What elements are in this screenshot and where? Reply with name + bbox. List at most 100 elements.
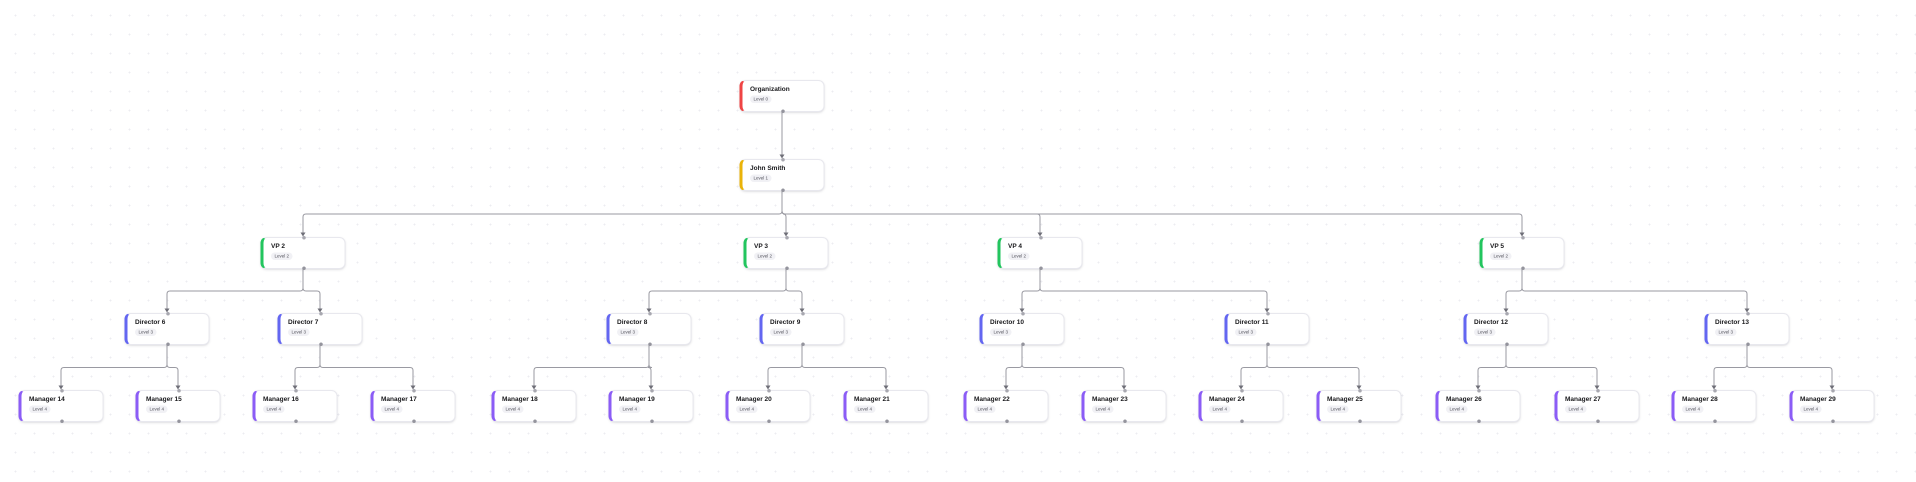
node-level-badge: Level 1 (750, 174, 772, 183)
node-label: Director 9 (770, 318, 801, 326)
node-label: Organization (750, 85, 790, 93)
target-handle[interactable] (1596, 389, 1600, 393)
target-handle[interactable] (1505, 312, 1509, 316)
target-handle[interactable] (177, 389, 181, 393)
target-handle[interactable] (1358, 389, 1362, 393)
target-handle[interactable] (1005, 389, 1009, 393)
target-handle[interactable] (1746, 312, 1750, 316)
source-handle[interactable] (781, 109, 785, 113)
source-handle[interactable] (1596, 419, 1600, 423)
target-handle[interactable] (885, 389, 889, 393)
target-handle[interactable] (801, 312, 805, 316)
target-handle[interactable] (302, 236, 306, 240)
source-handle[interactable] (294, 419, 298, 423)
target-handle[interactable] (166, 312, 170, 316)
target-handle[interactable] (412, 389, 416, 393)
source-handle[interactable] (1240, 419, 1244, 423)
source-handle[interactable] (177, 419, 181, 423)
source-handle[interactable] (781, 188, 785, 192)
source-handle[interactable] (1005, 419, 1009, 423)
target-handle[interactable] (1039, 236, 1043, 240)
source-handle[interactable] (1123, 419, 1127, 423)
edge-d7-m17 (319, 345, 414, 386)
source-handle[interactable] (1521, 266, 1525, 270)
node-label: Manager 19 (619, 395, 655, 403)
target-handle[interactable] (781, 158, 785, 162)
org-node-m19[interactable]: Manager 19 Level 4 (608, 389, 694, 423)
source-handle[interactable] (302, 266, 306, 270)
source-handle[interactable] (533, 419, 537, 423)
source-handle[interactable] (1039, 266, 1043, 270)
edge-john-vp2 (302, 191, 783, 233)
node-level-badge: Level 4 (619, 405, 641, 414)
source-handle[interactable] (801, 342, 805, 346)
target-handle[interactable] (294, 389, 298, 393)
target-handle[interactable] (1713, 389, 1717, 393)
source-handle[interactable] (785, 266, 789, 270)
target-handle[interactable] (1021, 312, 1025, 316)
target-handle[interactable] (1521, 236, 1525, 240)
source-handle[interactable] (412, 419, 416, 423)
source-handle[interactable] (650, 419, 654, 423)
node-label: Manager 14 (29, 395, 65, 403)
source-handle[interactable] (1505, 342, 1509, 346)
target-handle[interactable] (767, 389, 771, 393)
target-handle[interactable] (319, 312, 323, 316)
source-handle[interactable] (60, 419, 64, 423)
target-handle[interactable] (1240, 389, 1244, 393)
target-handle[interactable] (1266, 312, 1270, 316)
source-handle[interactable] (1746, 342, 1750, 346)
source-handle[interactable] (648, 342, 652, 346)
source-handle[interactable] (319, 342, 323, 346)
source-handle[interactable] (885, 419, 889, 423)
target-handle[interactable] (1123, 389, 1127, 393)
node-label: Manager 16 (263, 395, 299, 403)
target-handle[interactable] (648, 312, 652, 316)
source-handle[interactable] (1358, 419, 1362, 423)
source-handle[interactable] (1266, 342, 1270, 346)
target-handle[interactable] (60, 389, 64, 393)
target-handle[interactable] (650, 389, 654, 393)
target-handle[interactable] (785, 236, 789, 240)
source-handle[interactable] (767, 419, 771, 423)
source-handle[interactable] (166, 342, 170, 346)
target-handle[interactable] (1831, 389, 1835, 393)
target-handle[interactable] (1477, 389, 1481, 393)
source-handle[interactable] (1831, 419, 1835, 423)
source-handle[interactable] (1713, 419, 1717, 423)
source-handle[interactable] (1021, 342, 1025, 346)
source-handle[interactable] (1477, 419, 1481, 423)
node-label: Manager 28 (1682, 395, 1718, 403)
target-handle[interactable] (533, 389, 537, 393)
